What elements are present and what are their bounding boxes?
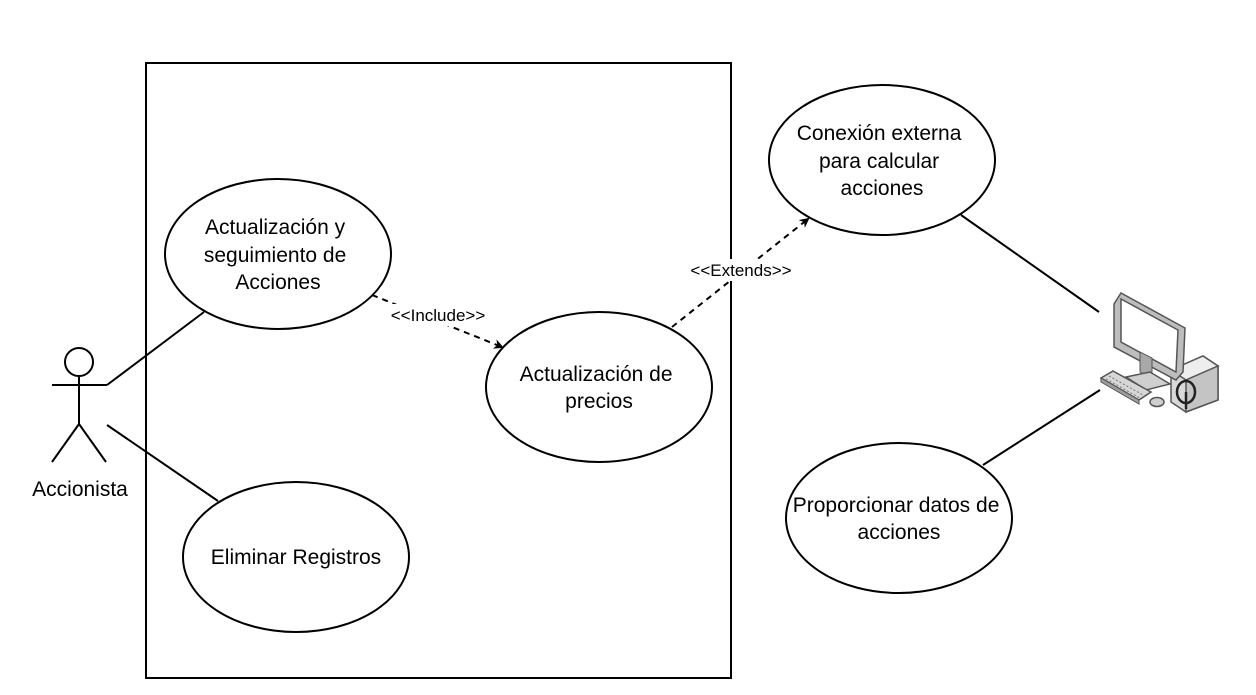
association-actor-seguimiento <box>106 311 205 386</box>
actor-left-leg <box>51 423 80 463</box>
svg-text:Actualización y seguimient: Actualización y seguimiento de Acciones <box>204 216 352 294</box>
use-case-precios[interactable] <box>485 311 713 463</box>
include-label: <<Include>> <box>391 306 486 325</box>
actor-head <box>64 347 94 377</box>
use-case-conexion-label-1: Conexión externa <box>797 122 962 145</box>
actor-accionista[interactable] <box>51 347 107 463</box>
use-case-conexion[interactable] <box>768 84 996 236</box>
use-case-proporcionar-label-1: Proporcionar datos de <box>793 494 1000 517</box>
svg-text:Proporcionar datos de acci: Proporcionar datos de acciones <box>793 494 1005 544</box>
association-proporcionar-computer <box>982 389 1101 466</box>
association-actor-eliminar <box>106 424 219 502</box>
svg-text:Conexión externa para calc: Conexión externa para calcular acciones <box>797 122 967 200</box>
association-conexion-computer <box>960 214 1100 313</box>
svg-text:Actualización de precios: Actualización de precios <box>520 363 679 413</box>
use-case-precios-label-2: precios <box>565 390 633 413</box>
use-case-proporcionar[interactable] <box>785 442 1013 594</box>
computer-icon[interactable] <box>1099 292 1220 414</box>
extends-arrow <box>671 217 810 328</box>
svg-text:Eliminar Registros: Eliminar Registros <box>211 546 381 569</box>
use-case-eliminar[interactable] <box>182 481 410 633</box>
use-case-seguimiento-label-2: seguimiento de <box>204 244 346 267</box>
actor-right-leg <box>78 423 107 463</box>
use-case-eliminar-label-1: Eliminar Registros <box>211 546 381 569</box>
use-case-seguimiento[interactable] <box>164 178 392 330</box>
use-case-seguimiento-label-1: Actualización y <box>205 216 346 239</box>
use-case-seguimiento-label-3: Acciones <box>235 271 320 294</box>
use-case-precios-label-1: Actualización de <box>520 363 673 386</box>
use-case-conexion-label-3: acciones <box>841 177 924 200</box>
actor-label: Accionista <box>32 478 128 501</box>
use-case-conexion-label-2: para calcular <box>819 150 939 173</box>
use-case-proporcionar-label-2: acciones <box>858 521 941 544</box>
extends-label: <<Extends>> <box>690 261 791 280</box>
system-boundary <box>145 62 732 679</box>
